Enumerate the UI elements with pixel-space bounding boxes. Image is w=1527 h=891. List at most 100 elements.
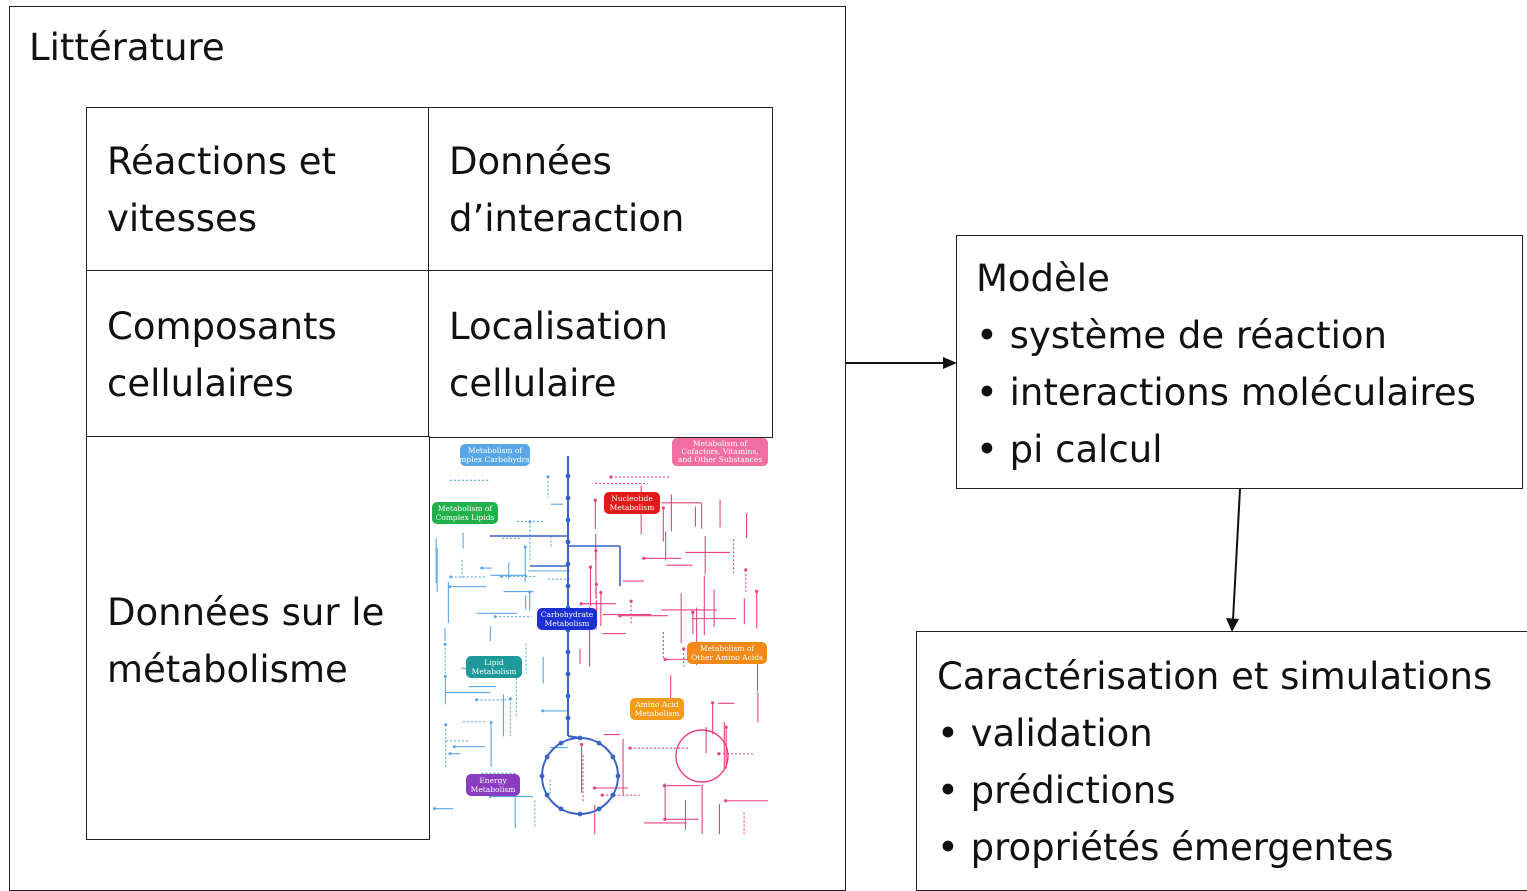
svg-text:Metabolism: Metabolism: [472, 667, 517, 676]
metabolite-node: [565, 517, 571, 523]
caracterisation-item: prédictions: [937, 762, 1394, 819]
metabolite-node: [599, 590, 603, 595]
metabolic-pathways-map: Metabolism of Complex Carbohydrates Meta…: [430, 436, 770, 836]
metabolite-node: [682, 647, 686, 651]
svg-text:Complex Lipids: Complex Lipids: [436, 513, 495, 522]
label-cofactors: Metabolism of Cofactors, Vitamins, and O…: [672, 438, 768, 466]
metabolite-node: [579, 742, 584, 747]
label-carbohydrate: Carbohydrate Metabolism: [537, 608, 597, 630]
metabolite-node: [544, 792, 550, 798]
metabolite-node: [724, 725, 728, 729]
metabolite-node: [615, 773, 621, 779]
composants-line-1: Composants: [107, 305, 337, 348]
metabolite-node: [593, 498, 597, 502]
metabolite-node: [558, 806, 564, 812]
modele-title: Modèle: [976, 257, 1110, 300]
svg-text:Metabolism of: Metabolism of: [700, 644, 756, 653]
svg-text:Metabolism: Metabolism: [545, 619, 590, 628]
metabolite-node: [565, 583, 571, 589]
metabolite-node: [493, 615, 497, 619]
label-amino-acid: Amino Acid Metabolism: [630, 698, 684, 720]
metabolite-node: [717, 752, 721, 756]
metabolite-node: [610, 792, 616, 798]
svg-text:Other Amino Acids: Other Amino Acids: [691, 653, 763, 662]
caracterisation-title: Caractérisation et simulations: [937, 655, 1493, 698]
metabolite-node: [600, 793, 604, 797]
interactions-line-2: d’interaction: [449, 197, 685, 240]
arrowhead-modele: [943, 357, 957, 369]
caracterisation-item: propriétés émergentes: [937, 819, 1394, 876]
localisation-line-1: Localisation: [449, 305, 669, 348]
metabolite-node: [565, 693, 571, 699]
metabolite-node: [565, 539, 571, 545]
cell-localisation: [428, 270, 773, 438]
label-lipid: Lipid Metabolism: [466, 656, 522, 678]
svg-text:Metabolism of: Metabolism of: [468, 446, 524, 455]
caracterisation-list: validation prédictions propriétés émerge…: [937, 705, 1394, 876]
metabolite-node: [629, 599, 633, 603]
metabolite-node: [546, 475, 550, 479]
composants-line-2: cellulaires: [107, 362, 294, 405]
metabolite-node: [755, 589, 759, 593]
localisation-line-2: cellulaire: [449, 362, 617, 405]
literature-title: Littérature: [29, 26, 225, 69]
svg-text:Metabolism: Metabolism: [610, 503, 655, 512]
pathway-cycle: [675, 729, 729, 783]
metabolite-node: [544, 754, 550, 760]
svg-text:Lipid: Lipid: [484, 658, 504, 667]
svg-text:Nucleotide: Nucleotide: [611, 494, 653, 503]
metabolite-node: [452, 745, 456, 749]
metabolite-node: [744, 568, 748, 572]
svg-text:Complex Carbohydrates: Complex Carbohydrates: [449, 455, 541, 464]
label-energy: Energy Metabolism: [466, 774, 520, 796]
reactions-line-2: vitesses: [107, 197, 258, 240]
metabolisme-line-2: métabolisme: [107, 648, 348, 691]
metabolite-node: [489, 721, 493, 725]
pathway-lines: [432, 456, 768, 834]
metabolite-node: [609, 475, 613, 479]
svg-text:Energy: Energy: [479, 776, 507, 785]
interactions-line-1: Données: [449, 140, 612, 183]
metabolite-node: [565, 473, 571, 479]
modele-list: système de réaction interactions molécul…: [976, 307, 1476, 478]
metabolite-node: [577, 811, 583, 817]
metabolite-node: [596, 740, 602, 746]
cell-metabolisme: [86, 436, 430, 840]
label-complex-carbohydrates: Metabolism of Complex Carbohydrates: [449, 444, 541, 466]
metabolite-node: [565, 495, 571, 501]
cell-composants: [86, 270, 430, 438]
arrow-modele-to-caracterisation: [1232, 488, 1241, 621]
modele-item: système de réaction: [976, 307, 1476, 364]
svg-text:Amino Acid: Amino Acid: [634, 700, 679, 709]
modele-item: pi calcul: [976, 421, 1476, 478]
metabolite-node: [594, 582, 598, 586]
caracterisation-item: validation: [937, 705, 1394, 762]
metabolite-node: [588, 565, 593, 569]
svg-text:Metabolism of: Metabolism of: [693, 439, 749, 448]
metabolite-node: [594, 549, 598, 553]
metabolite-node: [661, 506, 665, 510]
svg-text:Metabolism of: Metabolism of: [438, 504, 494, 513]
metabolite-node: [610, 754, 616, 760]
pathway-segment: [567, 735, 581, 739]
metabolite-node: [443, 674, 447, 678]
metabolite-node: [565, 649, 571, 655]
metabolite-node: [432, 807, 436, 811]
svg-text:Metabolism: Metabolism: [471, 785, 516, 794]
metabolite-node: [558, 740, 564, 746]
svg-text:Cofactors, Vitamins,: Cofactors, Vitamins,: [681, 447, 758, 456]
metabolite-node: [663, 657, 667, 661]
metabolite-node: [628, 746, 632, 750]
metabolite-node: [444, 723, 448, 727]
svg-text:and Other Substances: and Other Substances: [678, 455, 762, 464]
metabolite-node: [642, 556, 646, 560]
metabolite-node: [541, 709, 545, 713]
metabolite-node: [565, 671, 571, 677]
metabolite-node: [579, 602, 583, 606]
modele-item: interactions moléculaires: [976, 364, 1476, 421]
label-nucleotide: Nucleotide Metabolism: [604, 492, 660, 514]
metabolite-node: [691, 610, 695, 615]
metabolite-node: [711, 701, 715, 705]
metabolite-node: [475, 698, 479, 702]
